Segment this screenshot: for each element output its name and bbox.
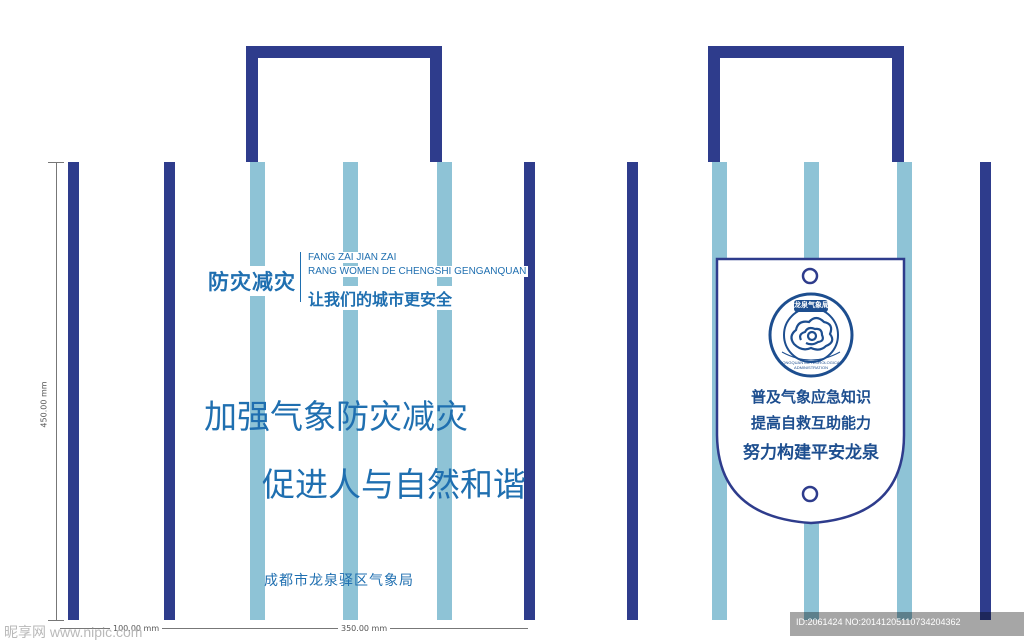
height-dimension-tick-top (48, 162, 64, 163)
front-stripe-dark-2 (164, 162, 175, 620)
watermark-left: 昵享网 www.nipic.com (4, 624, 143, 640)
back-line2: 提高自救互助能力 (750, 414, 871, 432)
front-bag-handle (246, 46, 442, 162)
front-subtitle: 让我们的城市更安全 (306, 286, 455, 310)
logo-banner-text: 龙泉气象局 (794, 302, 828, 309)
watermark-right-bar (790, 612, 1024, 636)
width-dimension-label: 350.00 mm (338, 624, 391, 633)
height-dimension-line (56, 162, 57, 620)
front-stripe-dark-3 (524, 162, 535, 620)
front-slogan-line1: 加强气象防灾减灾 (204, 397, 468, 436)
height-dimension-tick-bottom (48, 620, 64, 621)
watermark-right: ID:2061424 NO:20141205110734204362 (796, 617, 961, 627)
width-dimension-line (60, 628, 528, 629)
back-line3: 努力构建平安龙泉 (743, 443, 879, 463)
front-stripe-dark-1 (68, 162, 79, 620)
back-stripe-dark-1 (627, 162, 638, 620)
meteorological-logo-icon (768, 292, 854, 378)
front-slogan-line2: 促进人与自然和谐 (262, 465, 526, 504)
front-title: 防灾减灾 (206, 266, 298, 296)
shield-bottom-rivet-icon (801, 485, 819, 503)
shield-top-rivet-icon (801, 267, 819, 285)
logo-ring-text: LONGQUAN METEOROLOGICAL ADMINISTRATION (780, 360, 842, 370)
back-stripe-dark-2 (980, 162, 991, 620)
front-pinyin-line1: FANG ZAI JIAN ZAI (306, 252, 399, 263)
back-bag-handle (708, 46, 904, 162)
shield-badge-icon (715, 257, 906, 525)
front-organization: 成都市龙泉驿区气象局 (264, 572, 414, 588)
front-pinyin-line2: RANG WOMEN DE CHENGSHI GENGANQUAN (306, 266, 529, 277)
height-dimension-label: 450.00 mm (39, 381, 49, 428)
meteorological-logo: 龙泉气象局 LONGQUAN METEOROLOGICAL ADMINISTRA… (768, 292, 854, 378)
back-line1: 普及气象应急知识 (750, 388, 871, 406)
front-title-divider (300, 252, 301, 302)
small-dimension-label: 100.00 mm (110, 624, 163, 633)
